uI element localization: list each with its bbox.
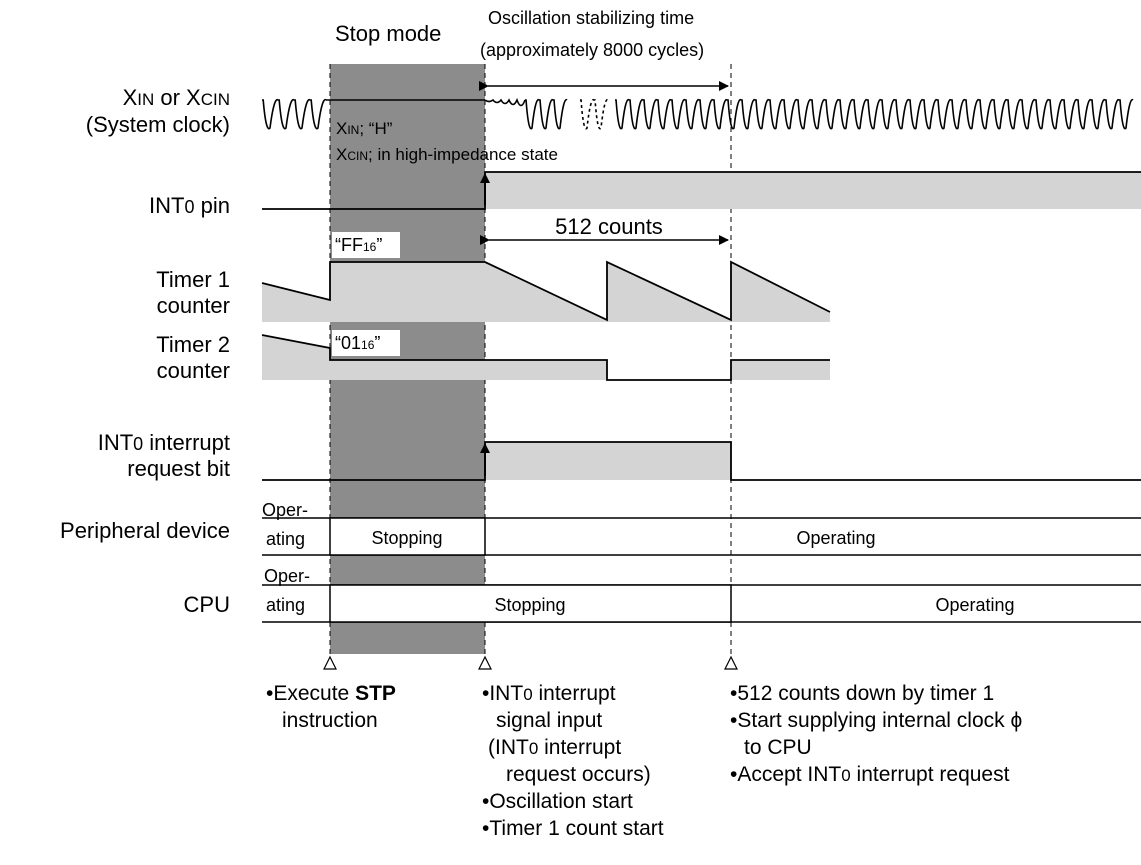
timer2-fill <box>262 335 830 380</box>
xcin-hiz-note: XCIN; in high-impedance state <box>336 145 558 164</box>
timer1-ff-label-box <box>332 232 400 258</box>
cpu-operating-before-1: Oper- <box>264 566 310 586</box>
clock-running <box>615 98 1134 130</box>
event-marker-stp <box>323 655 337 670</box>
cpu-stopping-box <box>329 584 732 623</box>
osc-title: Oscillation stabilizing time <box>488 8 694 28</box>
timer2-01-label: “0116” <box>335 333 380 353</box>
event-int0-note-5: •Oscillation start <box>482 790 633 813</box>
periph-operating: Operating <box>796 528 875 548</box>
event-marker-512 <box>724 655 738 670</box>
clock-ramp-up <box>484 97 526 107</box>
event-int0-note-3: (INT0 interrupt <box>488 736 621 759</box>
timer2-01-label-box <box>332 330 400 356</box>
periph-stopping: Stopping <box>371 528 442 548</box>
timer1-ff-label: “FF16” <box>335 235 382 255</box>
event-int0-note-2: signal input <box>496 709 602 732</box>
counts-label: 512 counts <box>555 214 663 239</box>
xin-high-note: XIN; “H” <box>336 119 393 138</box>
timer1-fill <box>262 262 830 322</box>
system-clock-waveform <box>262 97 1134 130</box>
event-int0-note-6: •Timer 1 count start <box>482 817 664 840</box>
timer2-waveform <box>261 334 830 381</box>
cpu-label: CPU <box>184 592 230 617</box>
clock-stabilizing-dashed <box>580 98 609 130</box>
event-512-note-1: •512 counts down by timer 1 <box>730 682 994 705</box>
event-marker-int0 <box>478 655 492 670</box>
irq-high-fill <box>485 442 731 480</box>
event-stp-note-2: instruction <box>282 709 378 732</box>
periph-label: Peripheral device <box>60 518 230 543</box>
periph-stopping-box <box>329 517 486 556</box>
event-int0-note-4: request occurs) <box>506 763 651 786</box>
periph-operating-before-2: ating <box>266 529 305 549</box>
timer2-label: Timer 2 <box>156 332 230 357</box>
event-512-note-3: to CPU <box>744 736 812 759</box>
int0-pin-label: INT0 pin <box>149 193 230 218</box>
osc-subtitle: (approximately 8000 cycles) <box>480 40 704 60</box>
int0-pin-high-fill <box>485 172 1141 209</box>
timer1-label: Timer 1 <box>156 267 230 292</box>
cpu-operating-before-2: ating <box>266 595 305 615</box>
stop-mode-label: Stop mode <box>335 21 441 46</box>
cpu-operating: Operating <box>935 595 1014 615</box>
periph-operating-before-1: Oper- <box>262 500 308 520</box>
irq-waveform <box>262 441 1141 481</box>
irq-label: INT0 interrupt <box>98 430 230 455</box>
xin-label: XIN or XCIN <box>123 85 230 110</box>
xin-label-sub: (System clock) <box>86 112 230 137</box>
event-512-note-4: •Accept INT0 interrupt request <box>730 763 1010 786</box>
event-512-note-2: •Start supplying internal clock ϕ <box>730 709 1022 732</box>
clock-before-stop <box>262 98 327 130</box>
timer1-label-sub: counter <box>157 293 230 318</box>
event-stp-note-1: •Execute STP <box>266 682 396 705</box>
cpu-stopping: Stopping <box>494 595 565 615</box>
event-int0-note-1: •INT0 interrupt <box>482 682 616 705</box>
timer1-waveform <box>261 260 831 322</box>
irq-label-sub: request bit <box>127 456 230 481</box>
clock-stabilizing <box>525 98 568 130</box>
timer2-label-sub: counter <box>157 358 230 383</box>
